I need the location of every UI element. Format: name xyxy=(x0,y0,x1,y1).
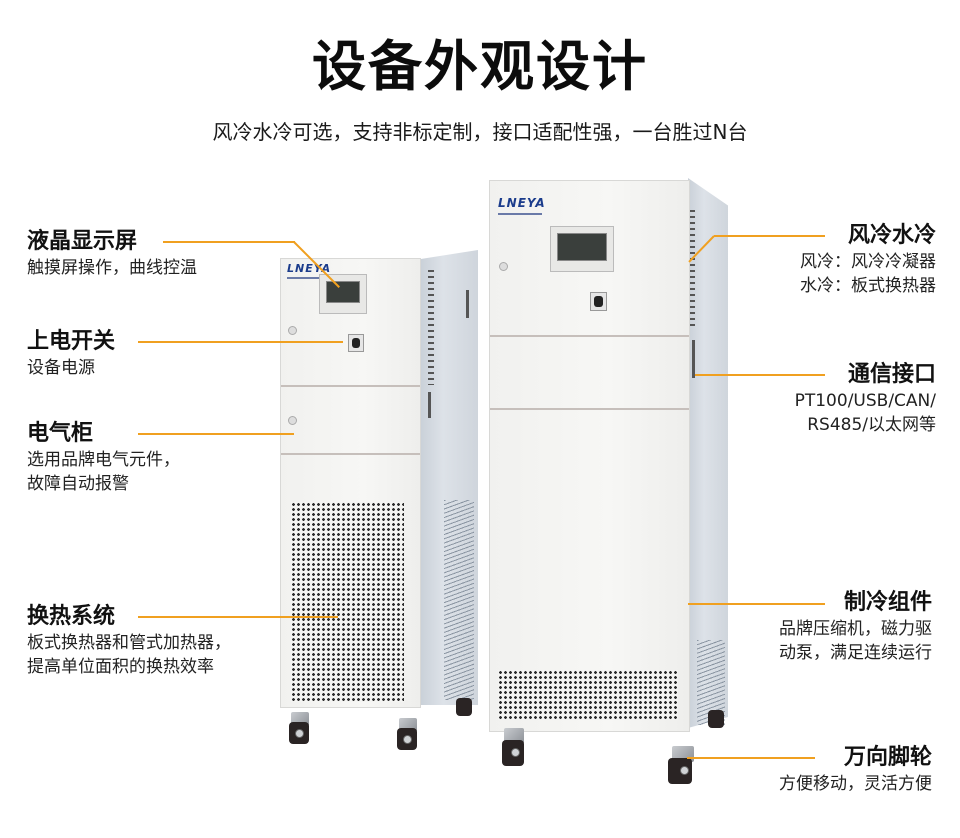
label-desc: PT100/USB/CAN/ xyxy=(794,391,936,411)
caster-wheel xyxy=(393,718,423,752)
comm-port-slot xyxy=(692,340,695,378)
label-refrigeration: 制冷组件 品牌压缩机，磁力驱 动泵，满足连续运行 xyxy=(779,589,932,665)
caster-wheel xyxy=(454,696,474,718)
callout-line-heat-exchange xyxy=(138,616,338,618)
page-title: 设备外观设计 xyxy=(312,35,648,98)
brand-logo: LNEYA xyxy=(498,196,546,210)
caster-wheel xyxy=(285,712,315,746)
label-title: 制冷组件 xyxy=(843,590,932,615)
label-desc: 板式换热器和管式加热器， xyxy=(27,633,231,653)
lcd-touch-screen[interactable] xyxy=(550,226,614,272)
panel-divider xyxy=(490,408,689,410)
label-heat-exchange: 换热系统 板式换热器和管式加热器， 提高单位面积的换热效率 xyxy=(27,603,231,679)
large-chiller-front-panel xyxy=(489,180,690,732)
side-handle xyxy=(466,290,469,318)
label-power-switch: 上电开关 设备电源 xyxy=(27,328,115,380)
label-desc: 方便移动，灵活方便 xyxy=(779,774,932,794)
label-title: 电气柜 xyxy=(27,421,94,446)
label-desc: 风冷：风冷冷凝器 xyxy=(800,252,936,272)
label-desc: 选用品牌电气元件， xyxy=(27,450,180,470)
callout-line-lcd xyxy=(163,241,295,243)
label-cooling-type: 风冷水冷 风冷：风冷冷凝器 水冷：板式换热器 xyxy=(800,222,936,298)
callout-line-comm xyxy=(695,374,825,376)
comm-port-slot xyxy=(428,392,431,418)
label-desc: RS485/以太网等 xyxy=(807,415,936,435)
door-lock-icon xyxy=(288,326,297,335)
label-title: 通信接口 xyxy=(847,362,936,387)
side-air-grille xyxy=(444,500,474,700)
label-title: 液晶显示屏 xyxy=(27,229,138,254)
brand-logo-subtext xyxy=(498,213,542,215)
label-desc: 动泵，满足连续运行 xyxy=(779,643,932,663)
power-switch[interactable] xyxy=(348,334,364,352)
caster-wheel xyxy=(498,728,530,768)
label-desc: 水冷：板式换热器 xyxy=(800,276,936,296)
label-electrical-cabinet: 电气柜 选用品牌电气元件， 故障自动报警 xyxy=(27,420,180,496)
label-desc: 品牌压缩机，磁力驱 xyxy=(779,619,932,639)
cabinet-lock-icon xyxy=(288,416,297,425)
panel-divider xyxy=(281,453,420,455)
label-title: 万向脚轮 xyxy=(843,745,932,770)
caster-wheel xyxy=(664,746,698,786)
callout-line-power xyxy=(138,341,343,343)
label-desc: 触摸屏操作，曲线控温 xyxy=(27,258,197,278)
label-desc: 提高单位面积的换热效率 xyxy=(27,657,214,677)
label-title: 上电开关 xyxy=(27,329,116,354)
callout-line-electrical xyxy=(138,433,294,435)
front-air-grille xyxy=(498,670,678,720)
label-comm-interface: 通信接口 PT100/USB/CAN/ RS485/以太网等 xyxy=(795,361,936,437)
side-vents xyxy=(690,210,695,330)
power-switch[interactable] xyxy=(590,292,607,311)
label-casters: 万向脚轮 方便移动，灵活方便 xyxy=(779,744,932,796)
callout-line-refrigeration xyxy=(688,603,825,605)
panel-divider xyxy=(490,335,689,337)
label-desc: 故障自动报警 xyxy=(27,474,129,494)
caster-wheel xyxy=(706,708,726,730)
panel-divider xyxy=(281,385,420,387)
door-key-icon xyxy=(499,262,508,271)
lcd-touch-screen[interactable] xyxy=(319,274,367,314)
callout-line-caster xyxy=(687,757,815,759)
label-lcd-screen: 液晶显示屏 触摸屏操作，曲线控温 xyxy=(27,228,197,280)
label-title: 换热系统 xyxy=(27,604,116,629)
front-air-grille xyxy=(291,502,404,702)
label-title: 风冷水冷 xyxy=(847,223,936,248)
callout-line-cooling-type xyxy=(714,235,825,237)
page-subtitle: 风冷水冷可选，支持非标定制，接口适配性强，一台胜过N台 xyxy=(212,120,748,144)
side-vents xyxy=(428,270,434,385)
label-desc: 设备电源 xyxy=(27,358,95,378)
brand-logo-subtext xyxy=(287,277,323,279)
